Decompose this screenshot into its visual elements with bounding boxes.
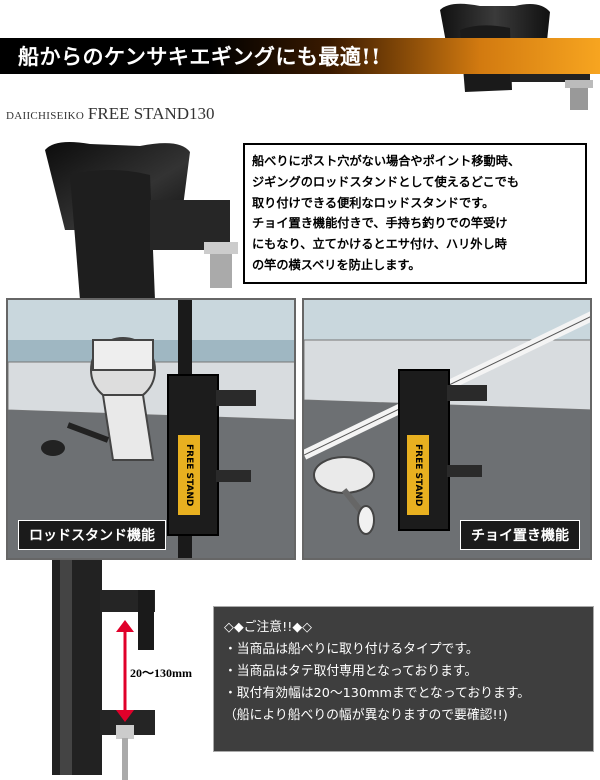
banner-title: 船からのケンサキエギングにも最適!! — [18, 44, 381, 69]
header-banner — [0, 38, 600, 74]
notice-item: ・取付有効幅は20〜130mmまでとなっております。 — [224, 686, 531, 701]
choi-oki-label: チョイ置き機能 — [460, 520, 580, 550]
stand-logo-stand: STAND — [413, 472, 423, 507]
product-name: DAIICHISEIKO FREE STAND130 — [6, 104, 215, 124]
rod-stand-illustration: FREE STAND ロッドスタンド機能 — [6, 298, 296, 560]
description-line: 取り付けできる便利なロッドスタンドです。 — [252, 195, 495, 210]
rod-stand-label: ロッドスタンド機能 — [18, 520, 166, 550]
product-side-view — [52, 560, 155, 780]
description-line: ジギングのロッドスタンドとして使えるどこでも — [252, 174, 520, 189]
notice-item: （船により船べりの幅が異なりますので要確認!!) — [224, 708, 508, 723]
choi-oki-illustration: FREE STAND チョイ置き機能 — [302, 298, 592, 560]
product-brand: DAIICHISEIKO — [6, 110, 85, 122]
stand-logo: FREE STAND — [178, 435, 200, 515]
stand-logo: FREE STAND — [407, 435, 429, 515]
stand-logo-free: FREE — [413, 443, 423, 470]
notice-box: ◇◆ご注意!!◆◇ ・当商品は船べりに取り付けるタイプです。 ・当商品はタテ取付… — [213, 606, 594, 752]
product-photo-main — [45, 142, 238, 300]
dimension-arrow-bottom — [116, 710, 134, 722]
stand-logo-free: FREE — [184, 443, 194, 470]
notice-item: ・当商品は船べりに取り付けるタイプです。 — [224, 642, 479, 657]
description-line: の竿の横スベリを防止します。 — [252, 257, 421, 272]
notice-title: ◇◆ご注意!!◆◇ — [224, 620, 313, 635]
dimension-label: 20〜130mm — [130, 664, 192, 681]
stand-logo-stand: STAND — [184, 472, 194, 507]
choi-oki-drawing — [304, 300, 590, 558]
rod-stand-drawing — [8, 300, 294, 558]
description-line: 船べりにポスト穴がない場合やポイント移動時、 — [252, 154, 521, 168]
description-box: 船べりにポスト穴がない場合やポイント移動時、 ジギングのロッドスタンドとして使え… — [243, 143, 587, 284]
product-model: FREE STAND130 — [87, 104, 215, 123]
description-line: チョイ置き機能付きで、手持ち釣りでの竿受け — [252, 216, 508, 231]
dimension-arrow-top — [116, 620, 134, 632]
notice-item: ・当商品はタテ取付専用となっております。 — [224, 664, 478, 679]
description-line: にもなり、立てかけるとエサ付け、ハリ外し時 — [252, 237, 507, 252]
